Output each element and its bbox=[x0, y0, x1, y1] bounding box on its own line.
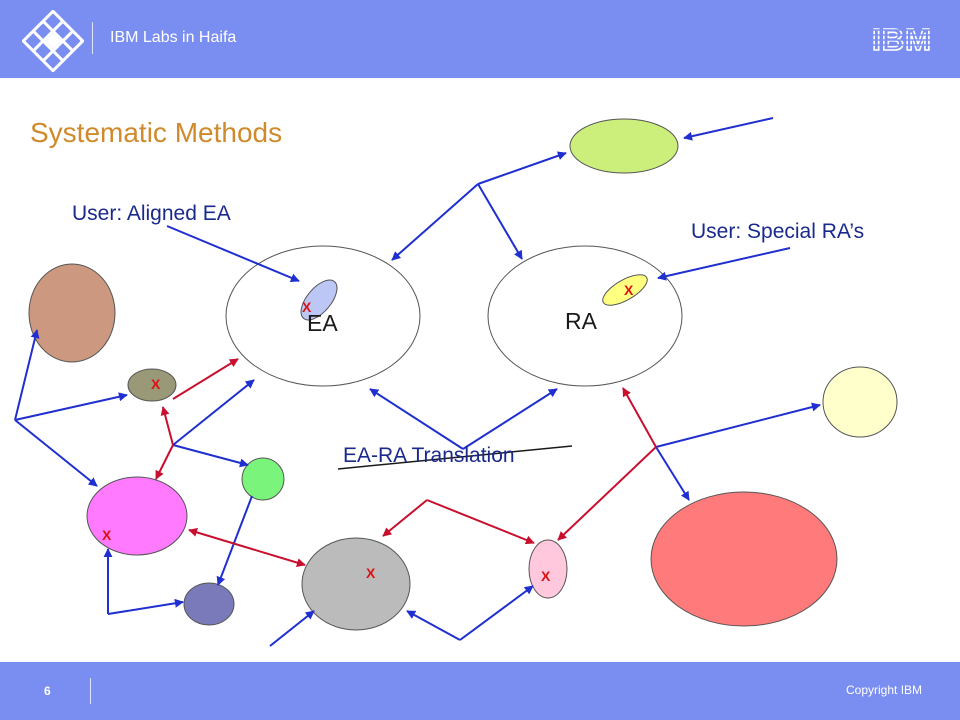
olive-node bbox=[127, 368, 177, 402]
footer-bar bbox=[0, 662, 960, 720]
aligned-ea-node bbox=[300, 279, 338, 321]
diamond-grid-icon bbox=[22, 10, 84, 72]
magenta-node bbox=[86, 476, 188, 556]
translation-label: EA-RA Translation bbox=[343, 444, 515, 467]
green-small-node bbox=[241, 457, 285, 501]
footer-divider bbox=[90, 678, 91, 704]
pink-node bbox=[528, 539, 568, 599]
gray-node bbox=[301, 537, 411, 631]
lab-name: IBM Labs in Haifa bbox=[110, 29, 237, 46]
copyright-text: Copyright IBM bbox=[846, 683, 923, 697]
yellow-node bbox=[822, 366, 898, 438]
ibm-logo-icon: IBM bbox=[862, 22, 942, 54]
x-mark-pink: X bbox=[541, 568, 551, 584]
x-mark-ea: X bbox=[302, 299, 312, 315]
x-mark-gray: X bbox=[366, 565, 376, 581]
x-mark-olive: X bbox=[151, 376, 161, 392]
ibm-logo-text: IBM bbox=[872, 22, 932, 54]
aligned-ea-label: User: Aligned EA bbox=[72, 202, 231, 225]
header-divider bbox=[92, 22, 93, 54]
slide-title: Systematic Methods bbox=[30, 117, 283, 148]
ea-node bbox=[225, 245, 421, 387]
x-mark-ra: X bbox=[624, 282, 634, 298]
translation-line bbox=[337, 445, 573, 470]
special-ra-node bbox=[602, 274, 648, 306]
header-bar bbox=[0, 0, 960, 78]
page-number: 6 bbox=[44, 684, 51, 698]
brown-node bbox=[28, 263, 116, 363]
purple-node bbox=[183, 582, 235, 626]
salmon-node bbox=[650, 491, 838, 627]
x-mark-magenta: X bbox=[102, 527, 112, 543]
special-ra-label: User: Special RA’s bbox=[691, 220, 865, 243]
green-top-node bbox=[569, 118, 679, 174]
ea-label: EA bbox=[307, 310, 338, 336]
ra-label: RA bbox=[565, 308, 598, 334]
